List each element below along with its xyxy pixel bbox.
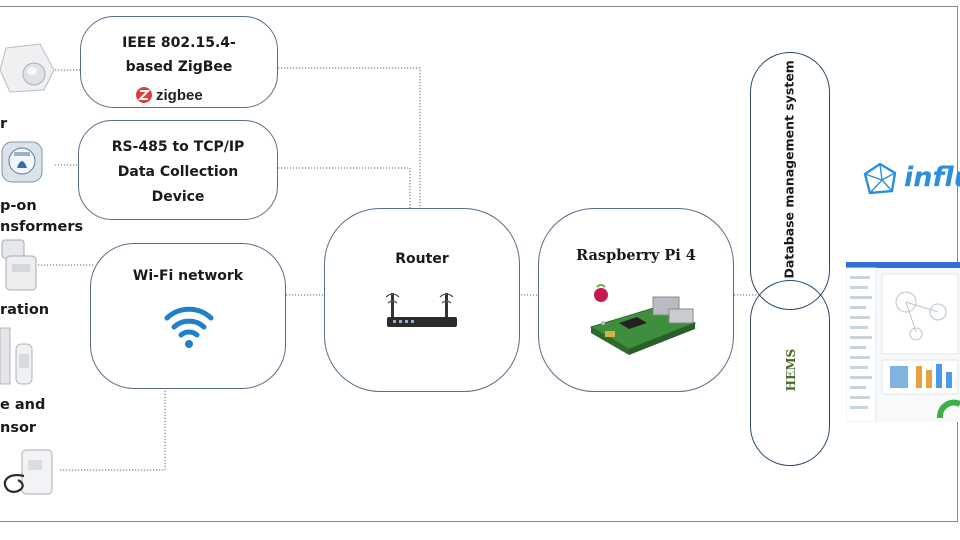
temp-label-2: nsor (0, 420, 37, 436)
router-icon (383, 289, 463, 331)
rs485-box: RS-485 to TCP/IP Data Collection Device (78, 120, 278, 220)
influxdb-logo-icon (862, 162, 898, 196)
hems-dashboard-screenshot (846, 262, 960, 422)
svg-text:zigbee: zigbee (156, 87, 203, 104)
hems-pill: HEMS (750, 280, 830, 466)
influx-text: influ (904, 162, 960, 193)
router-title: Router (395, 251, 449, 267)
database-label: Database management system (781, 60, 797, 279)
zigbee-line-1: IEEE 802.15.4- (122, 35, 236, 51)
meter-label: r (0, 116, 8, 132)
wifi-title: Wi-Fi network (132, 268, 244, 284)
wifi-icon (163, 302, 215, 350)
database-pill: Database management system (750, 52, 830, 310)
zigbee-line-2: based ZigBee (125, 59, 233, 75)
router-box: Router (324, 208, 520, 392)
wifi-box: Wi-Fi network (90, 243, 286, 389)
motion-sensor-icon (0, 40, 58, 96)
temp-probe-icon (0, 446, 60, 498)
hems-label: HEMS (784, 348, 798, 392)
rpi-box: Raspberry Pi 4 (538, 208, 734, 392)
vibration-sensor-icon (0, 238, 40, 294)
rs485-line-2: Data Collection (117, 164, 239, 180)
rs485-line-1: RS-485 to TCP/IP (111, 139, 245, 155)
zigbee-box: IEEE 802.15.4- based ZigBee zigbee (80, 16, 278, 108)
vibration-label: ration (0, 302, 50, 318)
rpi-title: Raspberry Pi 4 (576, 247, 696, 264)
clamp-label-2: nsformers (0, 219, 84, 235)
meter-icon (0, 138, 44, 188)
rs485-line-3: Device (151, 189, 205, 205)
raspberry-pi-board-icon (583, 283, 701, 363)
temperature-sensor-icon (0, 326, 44, 386)
clamp-label-1: p-on (0, 198, 37, 214)
zigbee-logo-icon: zigbee (135, 85, 225, 105)
temp-label-1: e and (0, 397, 46, 413)
